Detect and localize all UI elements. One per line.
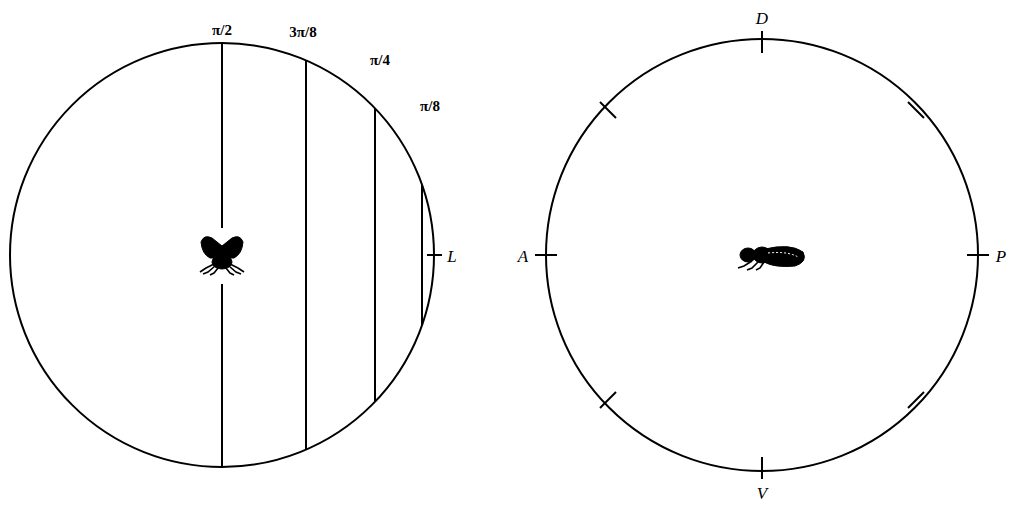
fly-side-view — [738, 247, 804, 270]
meridian-line — [221, 43, 223, 228]
tick-mark — [427, 254, 442, 256]
axis-label: P — [996, 248, 1006, 265]
meridian-line — [421, 185, 423, 325]
angle-label: π/2 — [212, 23, 232, 38]
angle-label: π/4 — [370, 53, 390, 68]
orientation-circle — [546, 39, 978, 471]
axis-label: D — [756, 10, 768, 27]
axis-label: L — [447, 248, 456, 265]
tick-marks — [535, 31, 989, 479]
meridian-line — [305, 60, 307, 450]
angle-label: π/8 — [420, 99, 440, 114]
fly-front-view — [200, 237, 244, 275]
meridian-line — [374, 108, 376, 402]
axis-label: A — [518, 248, 528, 265]
axis-label: V — [757, 485, 767, 502]
angle-label: 3π/8 — [289, 25, 316, 40]
view-circle — [10, 43, 434, 467]
meridian-line — [221, 284, 223, 467]
